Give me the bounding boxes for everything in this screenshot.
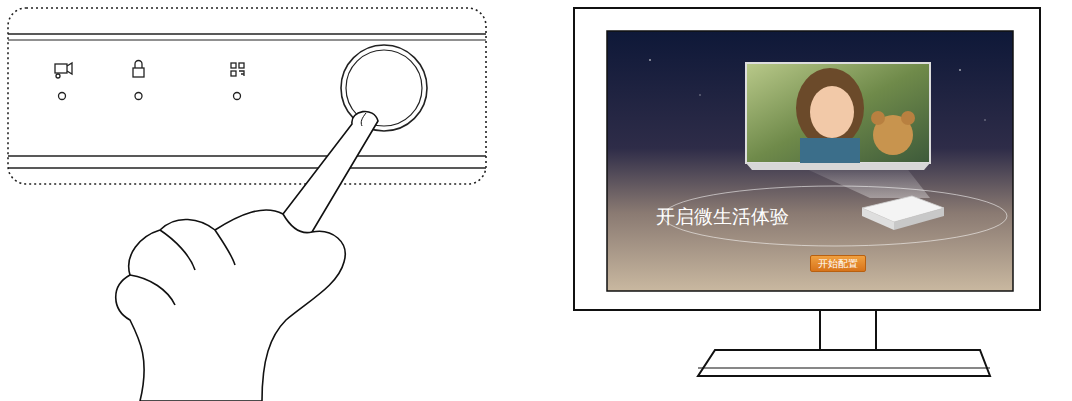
monitor	[574, 8, 1040, 376]
lock-icon	[133, 61, 144, 100]
node-text: 开启微生活体验	[656, 204, 789, 230]
start-button: 开始配置	[810, 255, 866, 272]
device-panel	[8, 8, 486, 184]
tv-screen: 开启微生活体验开始配置	[608, 32, 1012, 290]
hand	[116, 111, 378, 401]
screen-art	[649, 59, 1007, 246]
network-icon	[231, 63, 244, 100]
node-text: 开始配置	[811, 256, 865, 271]
camera-icon	[55, 63, 72, 100]
photo	[746, 63, 930, 163]
